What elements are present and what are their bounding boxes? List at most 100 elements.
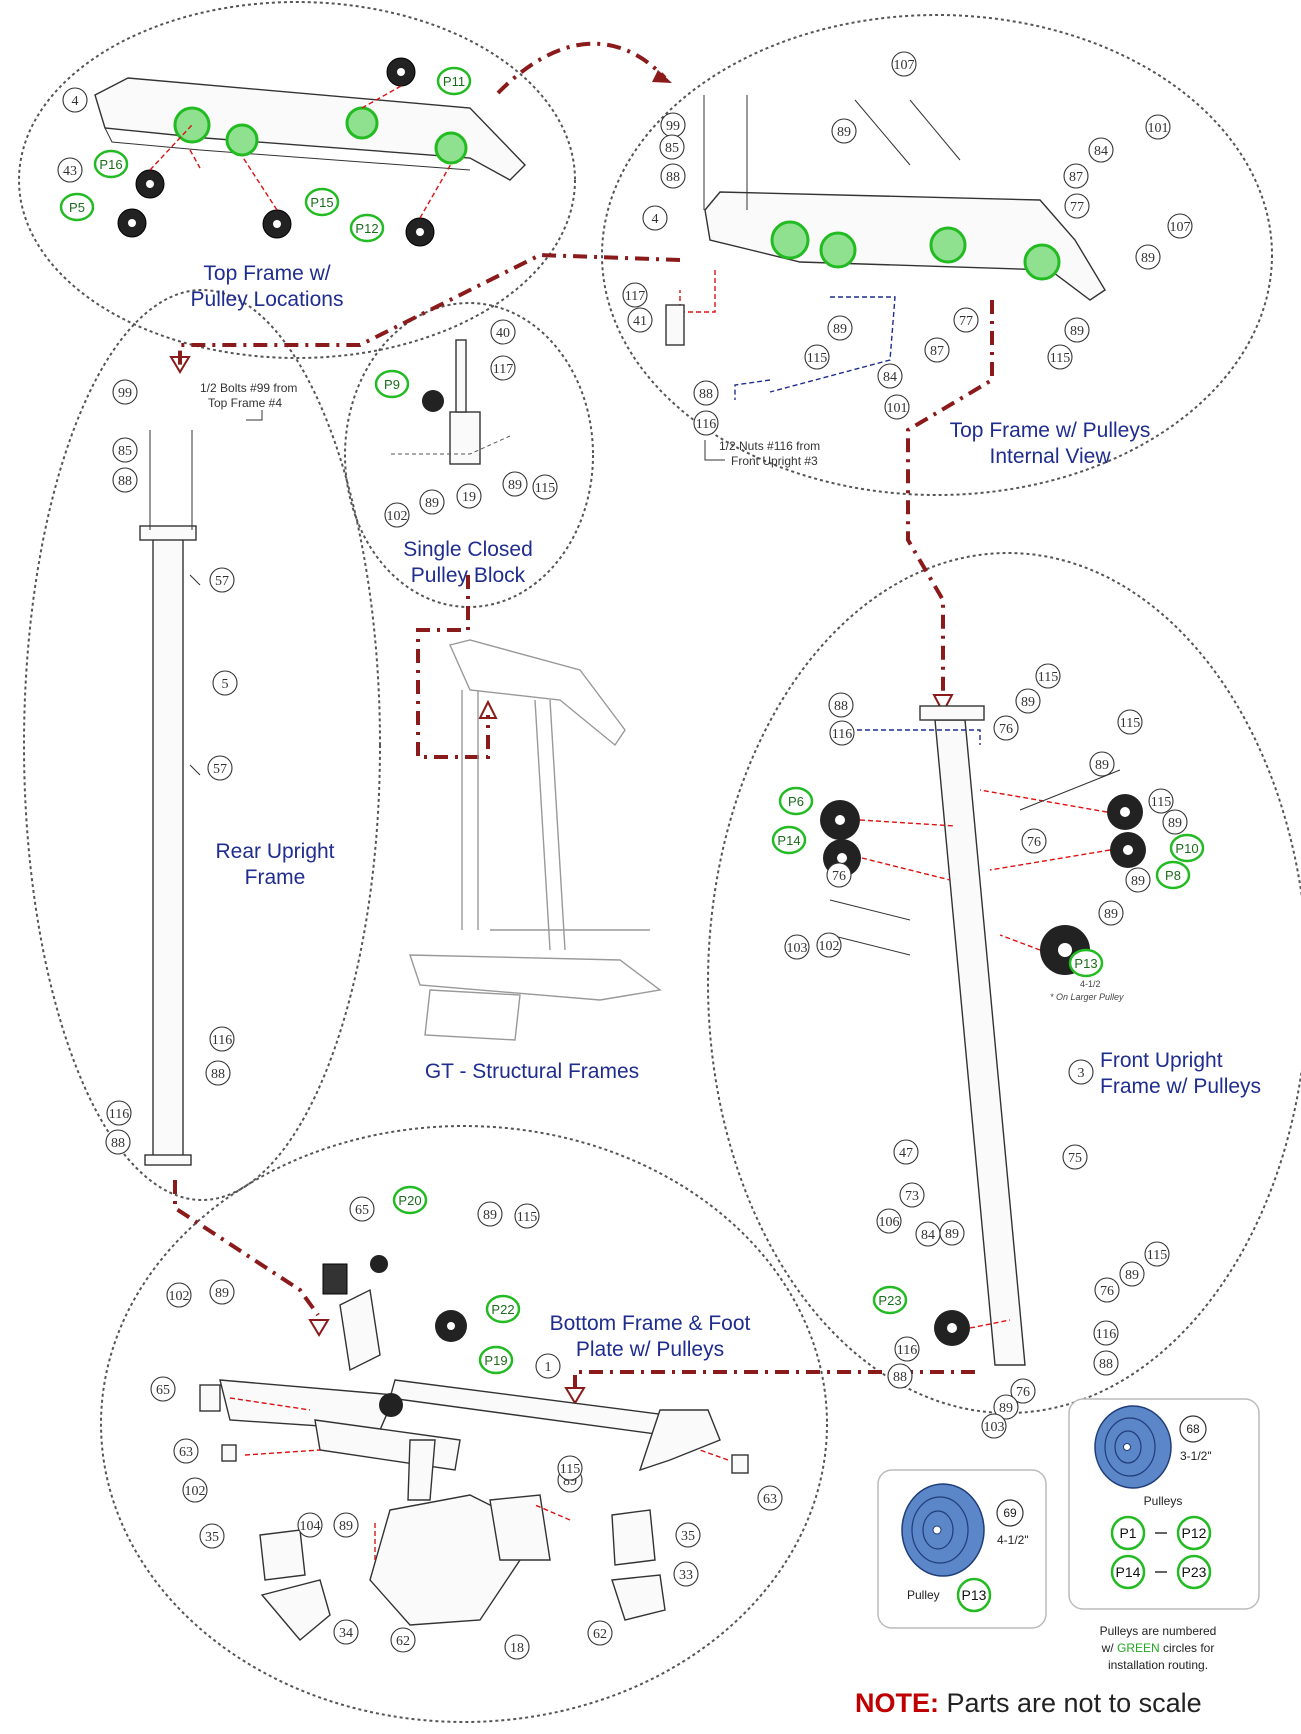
part-callout: 116 bbox=[693, 410, 719, 436]
pulley-tag-label: P9 bbox=[384, 377, 400, 392]
part-callout: 84 bbox=[877, 363, 903, 389]
callout-number: 35 bbox=[205, 1530, 219, 1545]
route-top-to-internal bbox=[496, 41, 667, 95]
callout-number: 115 bbox=[560, 1462, 580, 1477]
callout-number: 89 bbox=[833, 322, 847, 337]
part-callout: 88 bbox=[828, 692, 854, 718]
pulley-location bbox=[173, 106, 468, 165]
frame-top-internal bbox=[601, 14, 1273, 496]
callout-number: 3 bbox=[1078, 1066, 1085, 1081]
arrowhead bbox=[478, 699, 498, 719]
callout-circle bbox=[419, 489, 445, 515]
callout-circle bbox=[173, 1438, 199, 1464]
route-internal-to-front bbox=[906, 300, 994, 695]
part-callout: 107 bbox=[891, 51, 917, 77]
callout-circle bbox=[622, 282, 648, 308]
section-title: Plate w/ Pulleys bbox=[576, 1338, 724, 1361]
pulley-tag-label: P6 bbox=[788, 794, 804, 809]
callout-circle bbox=[826, 862, 852, 888]
pulley-tag-circle bbox=[485, 1294, 521, 1324]
callout-circle bbox=[477, 1201, 503, 1227]
part-callout: 85 bbox=[659, 134, 685, 160]
callout-circle bbox=[1167, 213, 1193, 239]
callout-circle bbox=[1094, 1277, 1120, 1303]
legend-label: Pulleys bbox=[1144, 1494, 1183, 1508]
part-callout: 76 bbox=[1094, 1277, 1120, 1303]
callout-number: 103 bbox=[984, 1420, 1005, 1435]
pulley-tag-circle bbox=[436, 66, 472, 96]
part-callout: 89 bbox=[333, 1512, 359, 1538]
pulley-tag-label: P16 bbox=[99, 157, 122, 172]
pulley-tag: P11 bbox=[436, 66, 472, 96]
part-callout: 115 bbox=[1035, 663, 1061, 689]
callout-circle bbox=[693, 380, 719, 406]
arrowhead bbox=[652, 70, 672, 83]
callout-circle bbox=[1062, 1144, 1088, 1170]
callout-circle bbox=[112, 467, 138, 493]
callout-number: 88 bbox=[666, 170, 680, 185]
callout-circle bbox=[1064, 317, 1090, 343]
part-callout: 18 bbox=[504, 1634, 530, 1660]
section-title: Bottom Frame & Foot bbox=[550, 1312, 751, 1335]
part-callout: 103 bbox=[981, 1413, 1007, 1439]
section-title: Front Upright bbox=[1100, 1049, 1223, 1072]
part-callout: 88 bbox=[1093, 1350, 1119, 1376]
rear-upright-frame bbox=[139, 430, 201, 1166]
section-title: Internal View bbox=[989, 445, 1111, 468]
callout-number: 117 bbox=[625, 289, 645, 304]
part-callout: 33 bbox=[673, 1561, 699, 1587]
callout-number: 77 bbox=[1070, 200, 1084, 215]
pulley-tag-circle bbox=[771, 825, 807, 855]
arrowhead bbox=[308, 1319, 330, 1337]
pulley-tag-label: P23 bbox=[878, 1293, 901, 1308]
part-callout: 62 bbox=[587, 1620, 613, 1646]
part-callout: 104 bbox=[297, 1512, 323, 1538]
callout-number: 115 bbox=[1147, 1248, 1167, 1263]
callout-circle bbox=[1093, 1350, 1119, 1376]
callout-circle bbox=[1063, 163, 1089, 189]
pulley-tag-label: P5 bbox=[69, 200, 85, 215]
callout-number: 5 bbox=[222, 677, 229, 692]
part-callout: 115 bbox=[557, 1455, 583, 1481]
legend-pulley-tag: P13 bbox=[962, 1587, 987, 1603]
pulley-tag-circle bbox=[872, 1285, 908, 1315]
part-callout: 89 bbox=[1015, 688, 1041, 714]
section-title: Top Frame w/ Pulleys bbox=[950, 419, 1151, 442]
callout-number: 115 bbox=[1050, 351, 1070, 366]
pulley-tag-label: P11 bbox=[443, 74, 465, 89]
callout-number: 89 bbox=[1125, 1268, 1139, 1283]
callout-circle bbox=[209, 1026, 235, 1052]
callout-number: 76 bbox=[832, 869, 846, 884]
part-callout: 76 bbox=[1021, 828, 1047, 854]
part-callout: 89 bbox=[1119, 1261, 1145, 1287]
footnote-line: w/ GREEN circles for bbox=[1101, 1641, 1215, 1655]
callout-circle bbox=[182, 1477, 208, 1503]
callout-circle bbox=[1148, 788, 1174, 814]
part-callout: 99 bbox=[112, 379, 138, 405]
callout-circle bbox=[1098, 900, 1124, 926]
callout-number: 116 bbox=[832, 727, 852, 742]
pulley-tag-label: P14 bbox=[777, 833, 800, 848]
callout-number: 107 bbox=[894, 58, 915, 73]
callout-circle bbox=[1015, 688, 1041, 714]
callout-circle bbox=[642, 205, 668, 231]
pulley-location bbox=[770, 220, 1061, 281]
callout-number: 101 bbox=[1148, 121, 1169, 136]
callout-circle bbox=[1064, 193, 1090, 219]
front-upright-frame bbox=[820, 705, 1146, 1366]
callout-circle bbox=[333, 1619, 359, 1645]
callout-circle bbox=[1135, 244, 1161, 270]
legend-pulley-tag: P1 bbox=[1119, 1525, 1136, 1541]
section-title: Pulley Locations bbox=[191, 288, 344, 311]
part-callout: 88 bbox=[112, 467, 138, 493]
callout-number: 19 bbox=[462, 490, 476, 505]
part-callout: 3 bbox=[1068, 1059, 1094, 1085]
callout-number: 88 bbox=[1099, 1357, 1113, 1372]
pulley-size-label: 4-1/2 bbox=[1080, 979, 1101, 989]
part-callout: 116 bbox=[894, 1336, 920, 1362]
callout-number: 88 bbox=[111, 1136, 125, 1151]
part-callout: 89 bbox=[419, 489, 445, 515]
pulley-tag: P14 bbox=[771, 825, 807, 855]
callout-number: 1 bbox=[545, 1360, 552, 1375]
pulley-tag-label: P13 bbox=[1074, 956, 1097, 971]
